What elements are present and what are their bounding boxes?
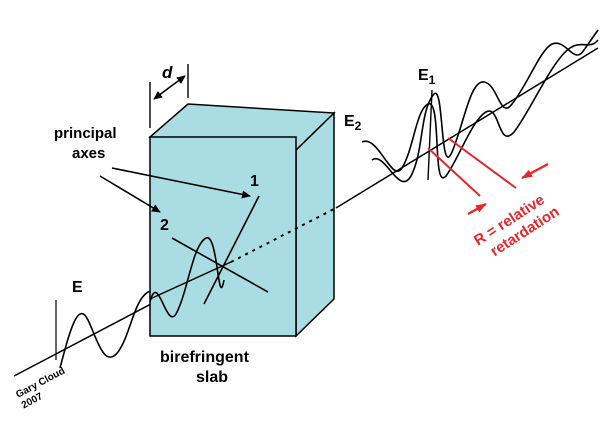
slab-side-face (295, 111, 335, 338)
credit-label: Gary Cloud 2007 (14, 366, 67, 412)
wave-on-front-face (149, 237, 225, 318)
retardation-label: R = relative retardation (471, 191, 562, 260)
retardation-line-b (447, 137, 517, 189)
emerging-beam-axis (335, 47, 599, 209)
e1-label: E1 (418, 67, 436, 87)
incident-beam-front (149, 261, 232, 300)
slab-label-line2: slab (196, 369, 228, 386)
principal-axes-label-line2: axes (72, 145, 105, 162)
principal-axis-2-line (171, 237, 269, 293)
axis-1-label: 1 (250, 173, 259, 190)
axis-2-label: 2 (160, 217, 169, 234)
emerging-wave-e1 (371, 29, 599, 183)
e2-label: E2 (344, 113, 362, 133)
slab-front-face (149, 136, 297, 337)
retardation-arrow-left (467, 202, 487, 216)
thickness-label: d (162, 63, 173, 82)
thickness-arrow-a (153, 86, 171, 100)
thickness-arrow-b (169, 75, 186, 88)
principal-axes-label-line1: principal (54, 125, 117, 142)
beam-inside-slab (230, 207, 337, 263)
retardation-line-a (427, 147, 481, 197)
principal-axis-1-line (203, 195, 260, 305)
slab-label-line1: birefringent (160, 349, 250, 366)
principal-axes-arrow-2 (99, 175, 161, 213)
emerging-wave-e2 (361, 39, 599, 179)
retardation-arrow-right (521, 162, 549, 180)
e1-pointer (427, 89, 433, 181)
principal-axes-arrow-1 (111, 167, 251, 199)
e-wave-label: E (72, 279, 83, 296)
